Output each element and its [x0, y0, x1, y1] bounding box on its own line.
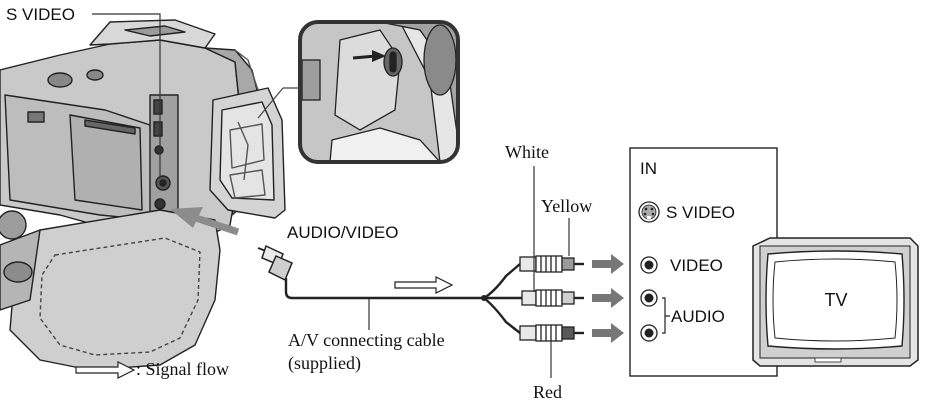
video-signal-arrow: [592, 254, 624, 274]
jack-cover-detail-inset: [258, 22, 458, 162]
audio-jack-right-icon: [641, 325, 657, 341]
audio-video-port-label: AUDIO/VIDEO: [287, 223, 398, 242]
tv-panel-in-label: IN: [640, 159, 657, 178]
yellow-plug-label: Yellow: [541, 196, 592, 216]
tv-panel-video-label: VIDEO: [670, 256, 723, 275]
camcorder-illustration: [0, 20, 285, 370]
cable-supplied-label: (supplied): [288, 353, 361, 374]
white-audio-signal-arrow: [592, 288, 624, 308]
yellow-video-plug: [520, 256, 584, 272]
white-audio-plug: [522, 290, 584, 306]
tv-set: TV: [753, 238, 918, 366]
red-plug-label: Red: [533, 382, 562, 402]
signal-flow-legend-label: : Signal flow: [136, 359, 229, 379]
signal-arrows-to-tv: [592, 254, 624, 343]
tv-label: TV: [824, 290, 847, 310]
tv-panel-s-video-label: S VIDEO: [666, 203, 735, 222]
red-audio-signal-arrow: [592, 323, 624, 343]
video-jack-icon: [641, 257, 657, 273]
tv-panel-audio-label: AUDIO: [671, 307, 725, 326]
av-connecting-cable: [258, 246, 522, 333]
white-plug-label: White: [505, 142, 549, 162]
audio-jack-left-icon: [641, 290, 657, 306]
s-video-jack-icon: [639, 202, 659, 222]
s-video-port-label: S VIDEO: [6, 5, 75, 24]
signal-flow-arrow: [395, 277, 452, 293]
red-audio-plug: [520, 325, 584, 341]
cable-name-label: A/V connecting cable: [288, 330, 445, 350]
